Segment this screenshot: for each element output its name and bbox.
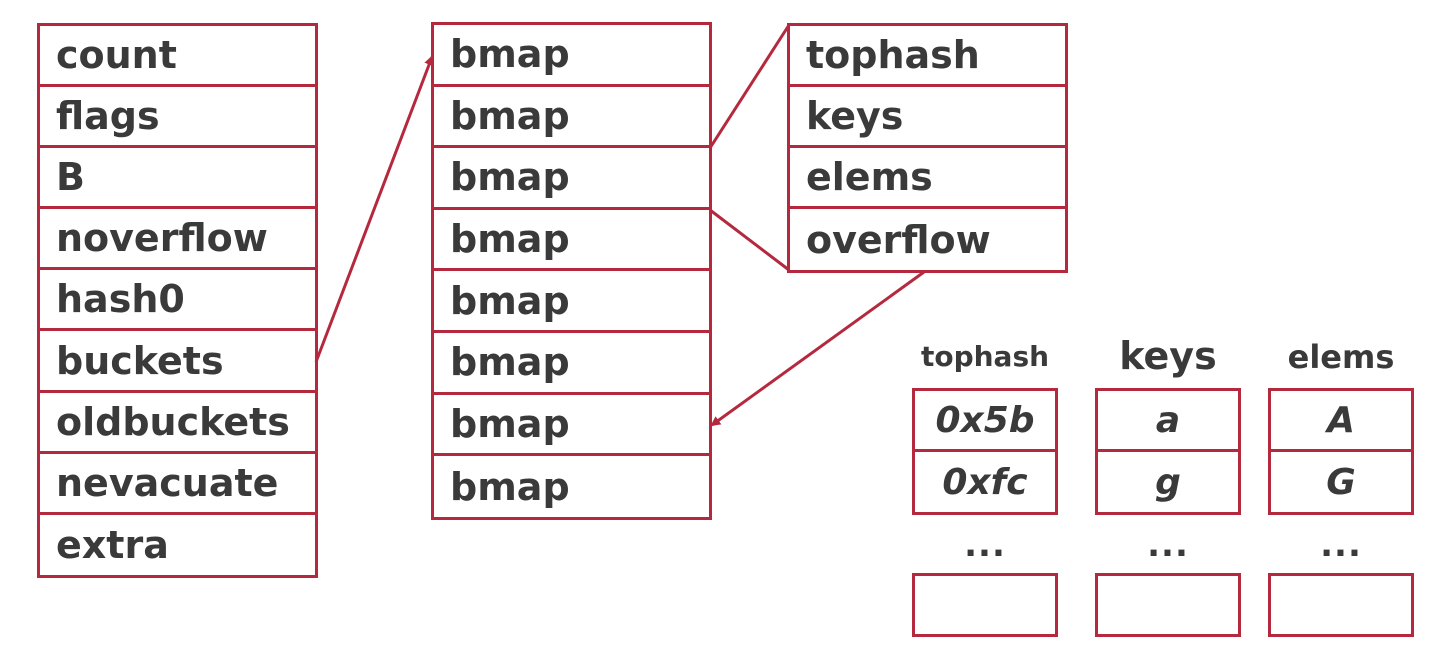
bucket-item: bmap [434,395,709,457]
hmap-field-oldbuckets: oldbuckets [40,393,315,454]
elems-array-table: A G [1268,388,1414,515]
elem-value: A [1271,391,1411,452]
tophash-value: 0x5b [915,391,1055,452]
bucket-item: bmap [434,333,709,395]
hmap-field-hash0: hash0 [40,270,315,332]
elems-ellipsis: ... [1320,525,1362,565]
hmap-struct-table: count flags B noverflow hash0 buckets ol… [37,23,318,578]
elems-array-header: elems [1287,338,1395,376]
hmap-field-buckets: buckets [40,331,315,393]
keys-array-header: keys [1119,334,1217,378]
tophash-array-header: tophash [920,340,1050,373]
bmap-field-overflow: overflow [806,217,991,262]
bucket-item: bmap [434,148,709,210]
key-value: a [1098,391,1238,452]
elems-empty-slot [1268,573,1414,637]
hmap-field-nevacuate: nevacuate [40,454,315,515]
elem-value: G [1326,462,1356,503]
bmap-expand-line-top [708,24,791,149]
bucket-item: bmap [434,25,709,87]
hmap-field-noverflow: noverflow [40,209,315,271]
bucket-item: bmap [450,464,570,509]
hmap-field-extra: extra [56,523,169,568]
bmap-field-elems: elems [790,148,1065,210]
hmap-field-flags: flags [40,87,315,149]
keys-empty-slot [1095,573,1241,637]
keys-array-table: a g [1095,388,1241,515]
bmap-expand-line-bottom [709,208,790,272]
bucket-item: bmap [434,87,709,149]
tophash-value: 0xfc [942,462,1028,503]
bmap-struct-table: tophash keys elems overflow [787,23,1068,273]
tophash-empty-slot [912,573,1058,637]
buckets-pointer-arrow [314,55,434,363]
tophash-array-table: 0x5b 0xfc [912,388,1058,515]
bmap-field-keys: keys [790,87,1065,149]
overflow-pointer-arrow [710,270,925,427]
tophash-ellipsis: ... [964,525,1006,565]
keys-ellipsis: ... [1147,525,1189,565]
bmap-field-tophash: tophash [790,26,1065,88]
hmap-field-b: B [40,148,315,210]
bucket-item: bmap [434,210,709,272]
buckets-array-table: bmap bmap bmap bmap bmap bmap bmap bmap [431,22,712,520]
hmap-field-count: count [40,26,315,88]
key-value: g [1155,462,1181,503]
bucket-item: bmap [434,271,709,333]
